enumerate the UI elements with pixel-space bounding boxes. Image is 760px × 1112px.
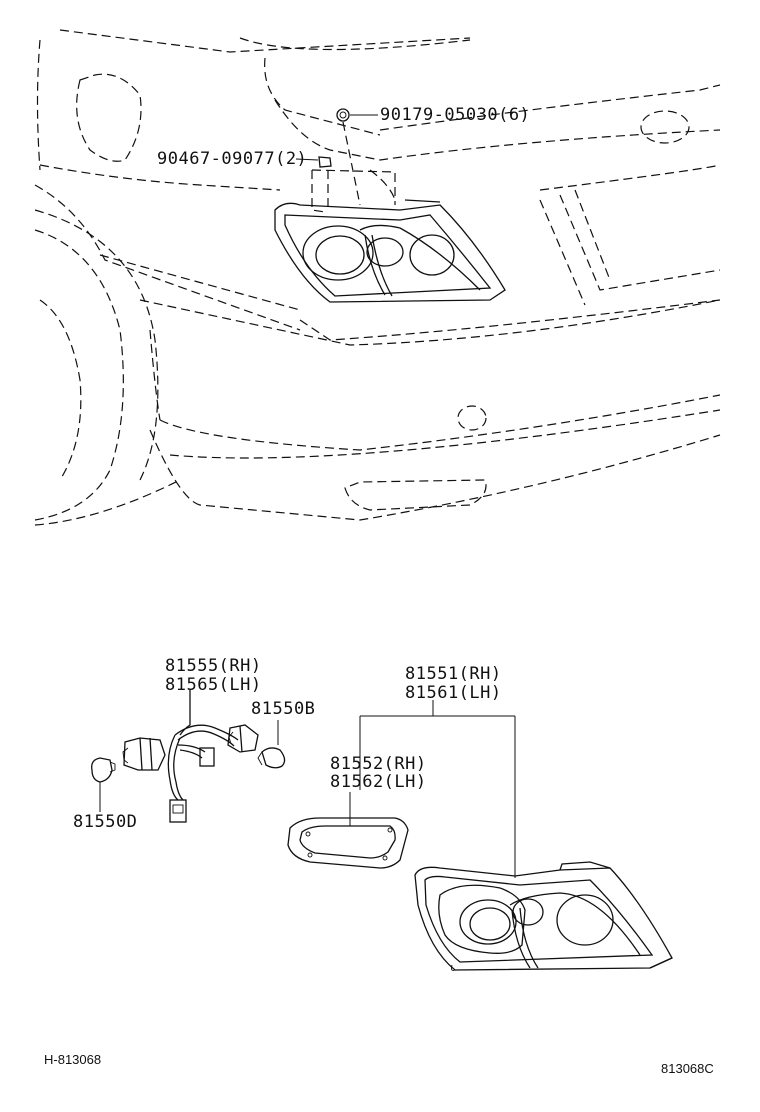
bulbs (91, 720, 286, 812)
tail-lamp-installed (274, 199, 506, 303)
vehicle-outline (34, 29, 721, 526)
label-gasket-lh: 81562(LH) (330, 772, 427, 792)
footer-left-code: H-813068 (44, 1052, 102, 1067)
label-socket-lh: 81565(LH) (165, 675, 262, 695)
label-bulb-b: 81550B (251, 699, 316, 719)
fasteners-upper (295, 108, 396, 213)
label-socket-rh: 81555(RH) (165, 656, 262, 676)
label-lamp-rh: 81551(RH) (405, 664, 502, 684)
socket-wire-harness (122, 690, 259, 823)
label-gasket-rh: 81552(RH) (330, 754, 427, 774)
label-bulb-d: 81550D (73, 812, 138, 832)
label-clip: 90467-09077(2) (157, 149, 308, 169)
gasket (287, 792, 409, 869)
label-nut-upper: 90179-05030(6) (380, 105, 531, 125)
leader-lines (359, 700, 516, 878)
footer-right-code: 813068C (661, 1061, 714, 1076)
label-lamp-lh: 81561(LH) (405, 683, 502, 703)
tail-lamp-assembly (414, 861, 673, 971)
